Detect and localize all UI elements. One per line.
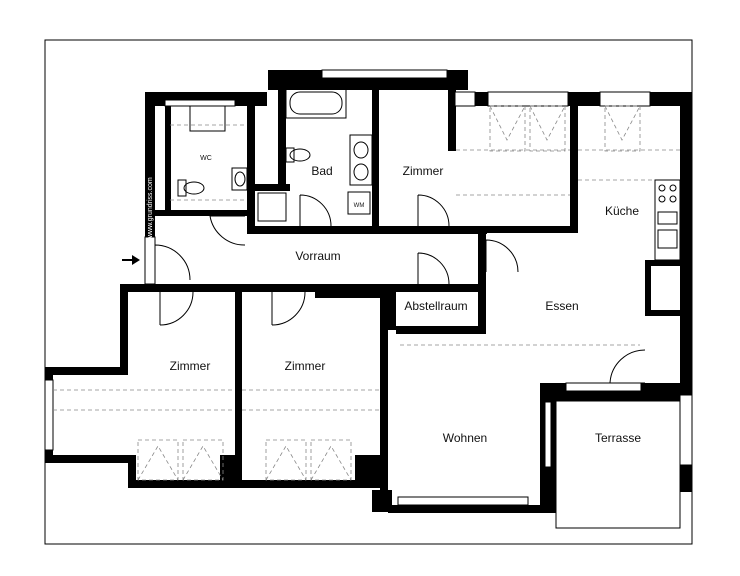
kitchen-counter-icon (654, 179, 681, 261)
label-wohnen: Wohnen (443, 431, 487, 445)
label-abstellraum: Abstellraum (404, 299, 467, 313)
credit-text: www.grundriss.com (147, 177, 154, 239)
bathtub-icon (285, 87, 347, 119)
roof-windows (137, 105, 641, 481)
label-wc: WC (200, 155, 212, 162)
walls (45, 70, 692, 513)
fixtures (177, 87, 681, 261)
label-vorraum: Vorraum (295, 249, 340, 263)
toilet-icon (285, 147, 295, 163)
label-zimmer-top: Zimmer (403, 164, 444, 178)
dashed-lines (53, 124, 680, 411)
sink-icon (349, 134, 373, 186)
label-bad: Bad (311, 164, 332, 178)
wc-sink-icon (231, 167, 248, 191)
label-zimmer-middle: Zimmer (285, 359, 326, 373)
terrasse-area (555, 400, 681, 529)
windows (44, 69, 693, 506)
label-terrasse: Terrasse (595, 431, 641, 445)
label-zimmer-left: Zimmer (170, 359, 211, 373)
label-kueche: Küche (605, 204, 639, 218)
entrance-arrow-icon (122, 255, 140, 265)
washing-machine-icon (347, 191, 371, 215)
label-essen: Essen (545, 299, 578, 313)
shower-icon (257, 192, 287, 222)
wc-shower-icon (189, 105, 226, 132)
label-wm: WM (354, 203, 365, 209)
doors (154, 194, 646, 384)
wc-toilet-icon (177, 179, 187, 197)
